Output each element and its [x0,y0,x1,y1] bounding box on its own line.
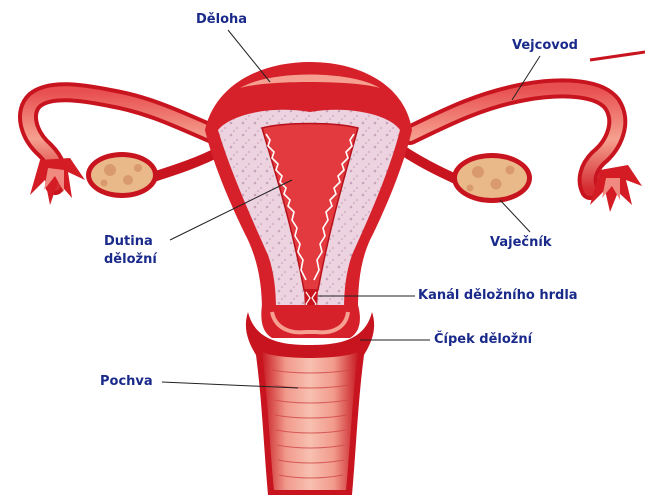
label-vajecnik: Vaječník [490,235,551,251]
label-dutina-line1: Dutina [104,234,153,250]
vagina [246,312,374,495]
leader-deloha [228,30,270,82]
leader-vajecnik [500,200,530,232]
right-ovary [452,153,532,203]
right-ovarian-ligament [402,150,458,180]
label-cipek: Čípek děložní [434,332,532,348]
cervix [261,305,360,338]
left-ovarian-ligament [150,150,222,178]
uterus-body [205,62,412,330]
label-kanal: Kanál děložního hrdla [418,288,578,304]
label-vejcovod: Vejcovod [512,38,578,54]
label-dutina-line2: děložní [104,252,157,268]
label-deloha: Děloha [196,12,247,28]
left-ovary [86,152,158,198]
label-pochva: Pochva [100,374,153,390]
